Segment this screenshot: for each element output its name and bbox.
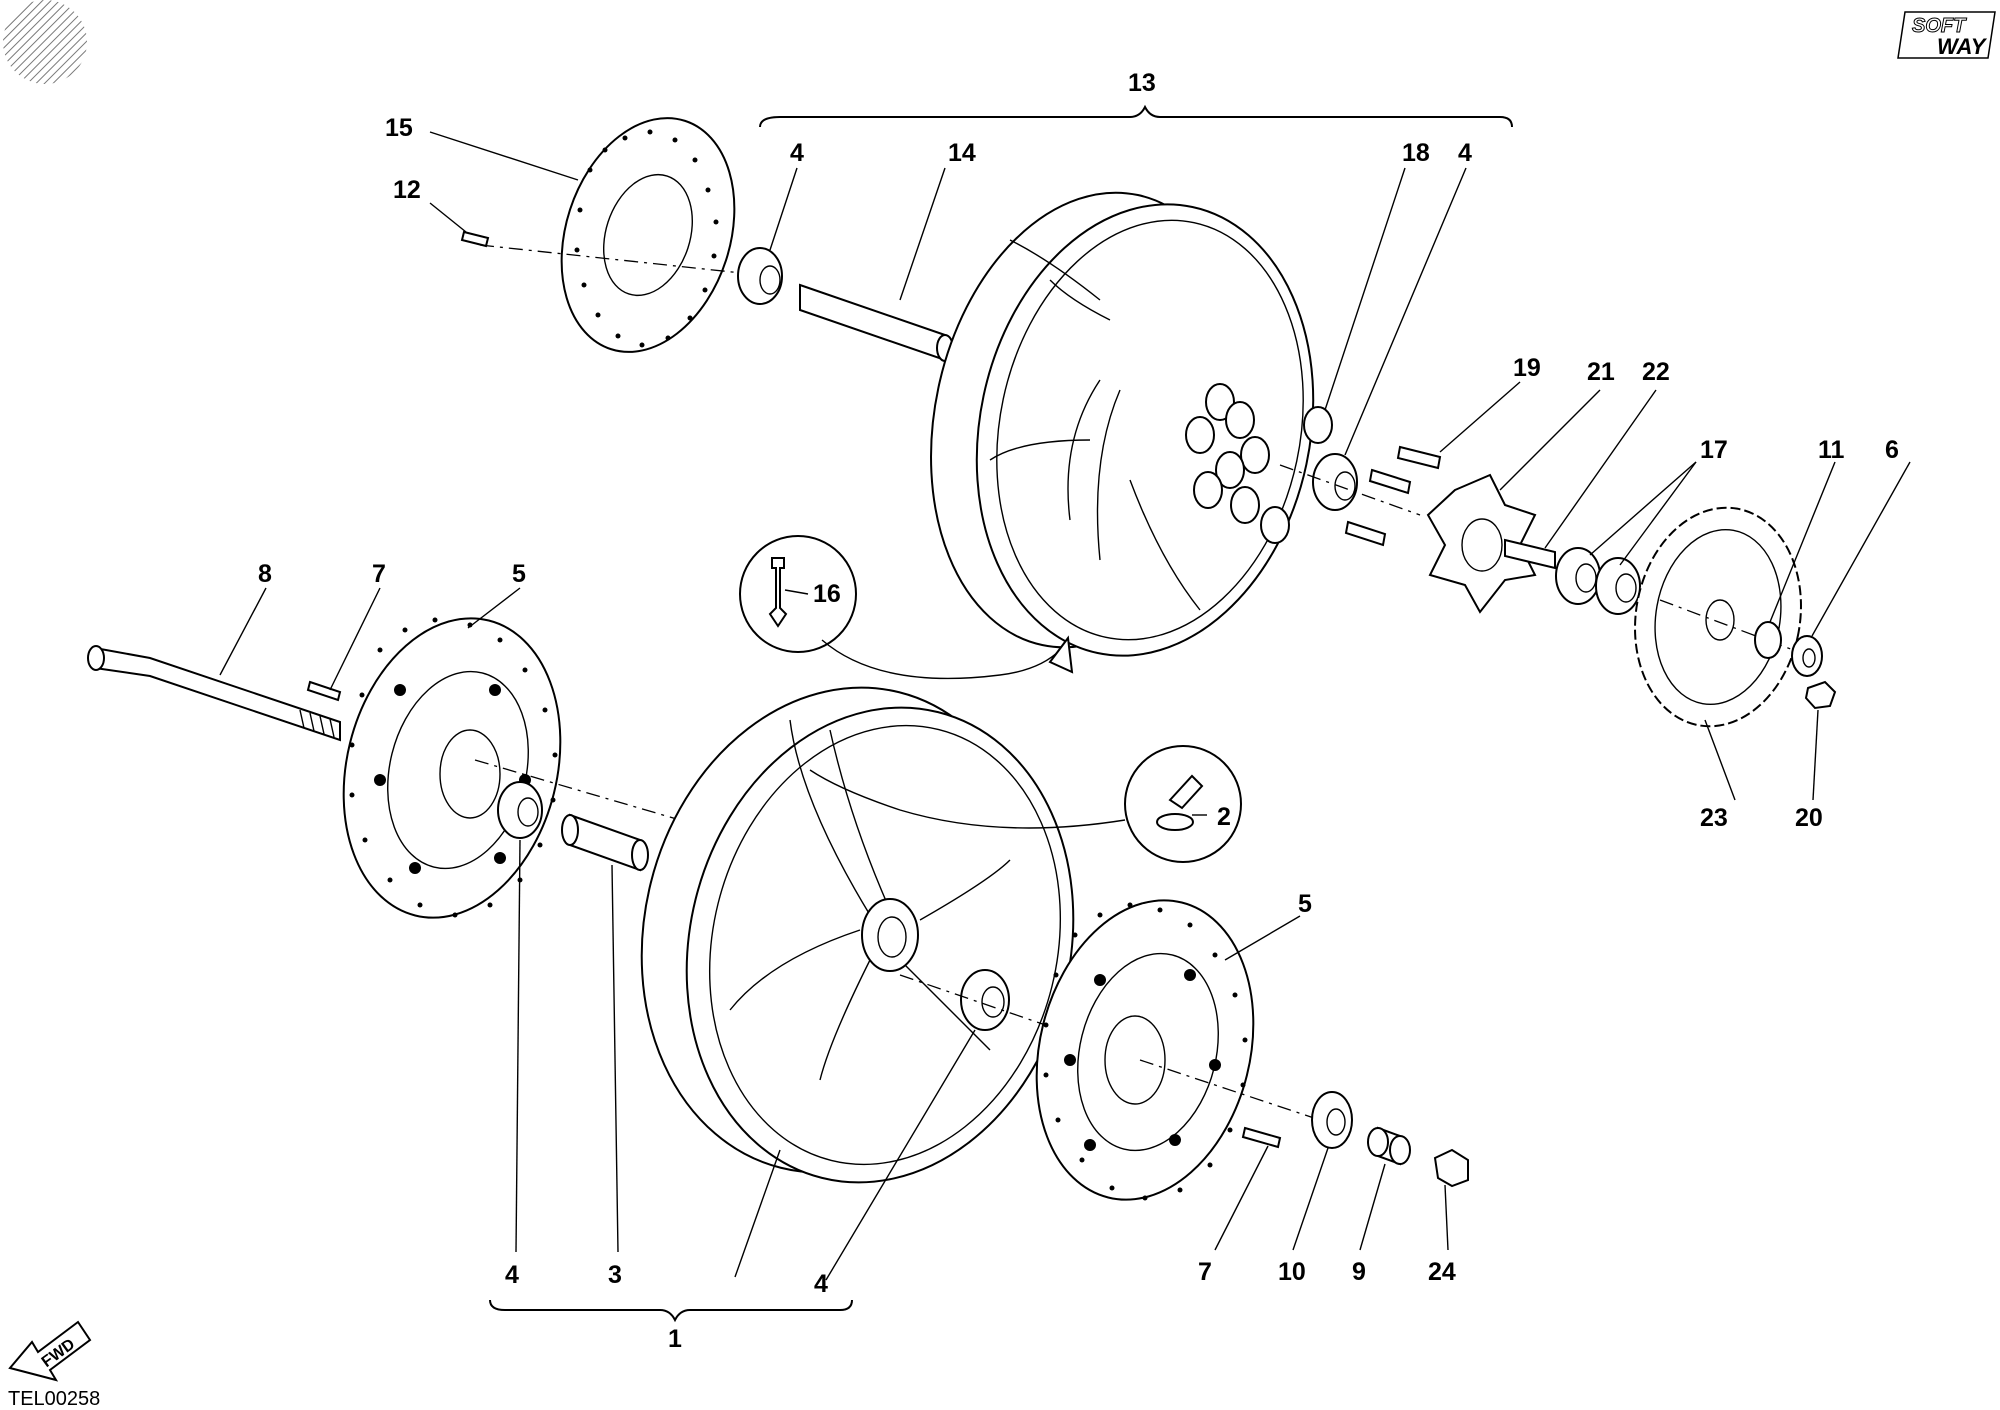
callout-5-right: 5 [1298,890,1312,918]
softway-logo: SOFT WAY [1897,11,1996,59]
circlip-11 [1754,621,1782,659]
studs-19 [1344,445,1442,547]
spacer-9 [1367,1126,1411,1166]
callout-11: 11 [1818,436,1845,464]
callout-15: 15 [385,114,413,142]
drawing-code: TEL00258 [8,1388,100,1410]
nut-20 [1804,680,1837,710]
logo-line1: SOFT [1912,15,1967,37]
callout-4-front-right: 4 [814,1270,828,1298]
callout-2: 2 [1217,803,1231,831]
callout-7-bottom: 7 [1198,1258,1212,1286]
rear-hub-sleeves [1185,383,1290,544]
callout-4-rear-left: 4 [790,139,804,167]
spacer-tube-14 [799,283,954,362]
callout-16: 16 [813,580,841,608]
leader-lines [219,131,1911,1281]
rear-sprocket-23 [1634,506,1802,728]
brace-1 [489,1299,853,1323]
callout-4-front-left: 4 [505,1261,519,1289]
bolt-7-top [306,680,342,702]
callout-5-left: 5 [512,560,526,588]
front-wheel-rim [640,686,1075,1184]
callout-18: 18 [1402,139,1430,167]
callout-3: 3 [608,1261,622,1289]
callout-9: 9 [1352,1258,1366,1286]
bushing-18 [1303,406,1333,444]
brace-13 [759,104,1513,128]
callout-14: 14 [948,139,976,167]
callout-23: 23 [1700,804,1728,832]
valve-inset-2 [809,745,1242,863]
callout-12: 12 [393,176,421,204]
washer-6 [1791,635,1823,677]
spacer-3 [561,813,649,872]
callout-20: 20 [1795,804,1823,832]
carrier-shaft-22 [1504,538,1556,570]
callout-4-rear-right: 4 [1458,139,1472,167]
nut-24 [1433,1148,1469,1188]
callout-24: 24 [1428,1258,1456,1286]
callout-labels: 13 15 12 4 14 18 4 19 21 22 17 11 6 16 8… [258,69,1899,1353]
callout-10: 10 [1278,1258,1306,1286]
rear-wheel-rim [930,191,1315,657]
sprocket-carrier-21 [1426,473,1537,614]
callout-21: 21 [1587,358,1615,386]
valve-inset-16 [739,535,1074,680]
forward-arrow-icon: FWD [8,1320,92,1382]
washer-10 [1311,1091,1353,1149]
front-left-disc [342,617,562,919]
callout-7-top: 7 [372,560,386,588]
bolt-12 [460,230,490,248]
callout-13: 13 [1128,69,1156,97]
callout-17: 17 [1700,436,1728,464]
bearing-rear-right [1312,453,1358,511]
bearings-17 [1555,547,1641,615]
rear-brake-disc [560,117,736,353]
callout-19: 19 [1513,354,1541,382]
bolt-7-bottom [1241,1126,1282,1149]
bearing-front-right [960,969,1010,1031]
bearing-rear-left [737,247,783,305]
callout-1: 1 [668,1325,682,1353]
front-right-disc [1035,899,1255,1201]
callout-6: 6 [1885,436,1899,464]
front-axle-8 [87,645,341,742]
logo-line2: WAY [1937,34,1988,59]
corner-mark-icon [3,0,87,84]
callout-22: 22 [1642,358,1670,386]
bearing-front-left [497,781,543,839]
callout-8: 8 [258,560,272,588]
